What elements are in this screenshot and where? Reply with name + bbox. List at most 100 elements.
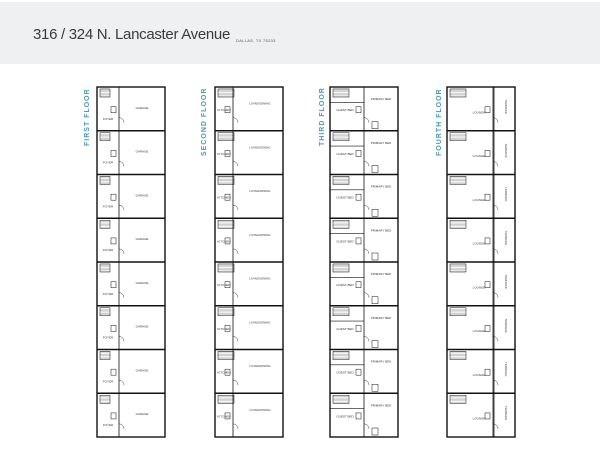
door-swing: [118, 423, 125, 429]
room-label: PRIMARY BED: [371, 228, 392, 232]
stair-outline: [99, 132, 111, 141]
fixture: [484, 325, 491, 332]
room-label: GARAGE: [136, 193, 149, 197]
fixture: [484, 193, 491, 201]
stair-outline: [449, 351, 467, 360]
door-swing: [363, 161, 370, 167]
room-label: LIVING/DINING: [249, 189, 271, 193]
stair: [332, 395, 350, 404]
stair: [217, 395, 235, 404]
page-title: 316 / 324 N. Lancaster Avenue: [33, 26, 231, 43]
room-label: GUEST BED: [336, 327, 354, 331]
fixture: [484, 150, 491, 157]
bath-fixture: [371, 121, 379, 129]
floor-label-first: FIRST FLOOR: [84, 88, 91, 146]
fixture: [355, 106, 362, 113]
stair-outline: [332, 351, 350, 360]
stair: [217, 132, 235, 141]
stair: [332, 351, 350, 360]
fourth-floor-plan: LOUNGE TERRACE LOUNGE TERRACE LOUNGE TERRACE L…: [446, 86, 516, 438]
room-label: FOYER: [103, 204, 114, 208]
stair: [217, 176, 235, 185]
room-label: FOYER: [103, 379, 114, 383]
stair-outline: [332, 307, 350, 316]
room-label: LOUNGE: [473, 154, 486, 158]
stair: [99, 395, 111, 404]
room-label: FOYER: [103, 292, 114, 296]
stair: [217, 351, 235, 360]
room-label: LIVING/DINING: [249, 102, 271, 106]
room-label: TERRACE: [504, 187, 508, 201]
fixture: [355, 193, 362, 201]
room-label: PRIMARY BED: [371, 360, 392, 364]
stair-outline: [99, 88, 111, 98]
door-swing: [492, 204, 499, 211]
stair: [99, 307, 111, 316]
bath-fixture: [371, 427, 379, 436]
room-label: TERRACE: [504, 143, 508, 157]
room-label: LOUNGE: [473, 329, 486, 333]
door-swing: [363, 248, 370, 254]
room-label: LOUNGE: [473, 373, 486, 377]
stair: [99, 88, 111, 98]
room-label: GUEST BED: [336, 108, 354, 112]
fixture: [484, 368, 491, 376]
door-swing: [492, 423, 499, 429]
stair: [449, 132, 467, 141]
stair-outline: [332, 395, 350, 404]
room-label: PRIMARY BED: [371, 272, 392, 276]
stair-outline: [449, 307, 467, 316]
stair: [99, 263, 111, 273]
door-swing: [363, 336, 370, 342]
room-label: GARAGE: [136, 325, 149, 329]
room-label: TERRACE: [504, 100, 508, 114]
stair-outline: [217, 176, 235, 185]
room-label: FOYER: [103, 423, 114, 427]
stair-outline: [217, 351, 235, 360]
room-label: GUEST BED: [336, 371, 354, 375]
first-floor-plan: GARAGE FOYER GARAGE FOYER GARAGE FOYER GARAGE F…: [96, 86, 166, 438]
stair-outline: [449, 176, 467, 185]
room-label: PRIMARY BED: [371, 97, 392, 101]
fixture: [355, 150, 362, 157]
room-label: GARAGE: [136, 281, 149, 285]
stair: [449, 88, 467, 98]
bath-fixture: [371, 209, 379, 217]
room-label: KITCHEN: [217, 196, 230, 200]
fixture: [110, 325, 117, 332]
stair-outline: [449, 263, 467, 273]
fixture: [355, 237, 362, 245]
fixture: [224, 325, 231, 332]
bath-fixture: [371, 165, 379, 173]
room-label: GUEST BED: [336, 239, 354, 243]
bath-fixture: [371, 340, 379, 348]
stair-outline: [449, 132, 467, 141]
stair: [332, 132, 350, 141]
fixture: [110, 412, 117, 420]
room-label: LOUNGE: [473, 285, 486, 289]
fixture: [110, 281, 117, 288]
door-swing: [232, 292, 239, 298]
stair-outline: [332, 220, 350, 229]
room-label: LIVING/DINING: [249, 364, 271, 368]
room-label: FOYER: [103, 161, 114, 165]
second-floor-plan: LIVING/DININGKITCHENLIVING/DININGKITCHEN…: [214, 86, 284, 438]
stair: [99, 176, 111, 185]
door-swing: [363, 379, 370, 386]
fixture: [484, 412, 491, 420]
room-label: LOUNGE: [473, 110, 486, 114]
stair-outline: [217, 395, 235, 404]
door-swing: [363, 423, 370, 429]
door-swing: [492, 117, 499, 123]
door-swing: [118, 336, 125, 342]
stair-outline: [217, 263, 235, 273]
floor-label-fourth: FOURTH FLOOR: [436, 88, 443, 156]
room-label: GARAGE: [136, 150, 149, 154]
room-label: TERRACE: [504, 318, 508, 332]
room-label: LOUNGE: [473, 417, 486, 421]
door-swing: [232, 161, 239, 167]
fixture: [224, 150, 231, 157]
stair: [449, 351, 467, 360]
stair: [217, 88, 235, 98]
stair-outline: [449, 395, 467, 404]
